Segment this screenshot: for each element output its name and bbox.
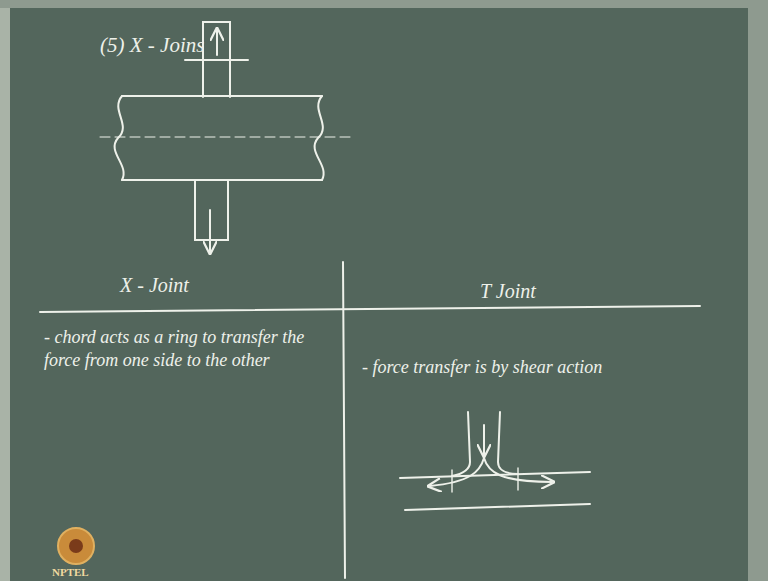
chord-break <box>115 96 124 180</box>
chord-break <box>315 96 324 180</box>
logo-text: NPTEL <box>52 565 89 579</box>
force-arrow <box>216 30 218 55</box>
chord-member <box>122 179 322 181</box>
logo-emblem <box>69 539 83 553</box>
underline <box>185 59 248 61</box>
center-line <box>100 137 352 138</box>
logo-emblem <box>58 528 94 564</box>
force-arrow <box>483 425 485 455</box>
brace-member <box>452 412 470 476</box>
table-cell: - force transfer is by shear action <box>362 356 602 379</box>
table-rule <box>40 306 700 312</box>
force-arrow <box>209 210 211 252</box>
table-rule <box>343 262 345 578</box>
chord-member <box>405 504 590 510</box>
chord-member <box>122 95 322 97</box>
board-frame <box>748 0 768 581</box>
brace-member <box>195 180 228 240</box>
column-heading: T Joint <box>480 278 536 304</box>
shear-tick <box>517 468 518 490</box>
brace-member <box>203 22 230 97</box>
board-frame <box>0 0 768 8</box>
brace-member <box>498 412 518 474</box>
shear-tick <box>451 470 452 492</box>
table-cell: - chord acts as a ring to transfer the f… <box>44 326 334 373</box>
shear-arrow <box>430 458 484 486</box>
column-heading: X - Joint <box>120 272 189 298</box>
board-frame <box>0 0 10 581</box>
board-heading: (5) X - Joins <box>100 32 204 59</box>
